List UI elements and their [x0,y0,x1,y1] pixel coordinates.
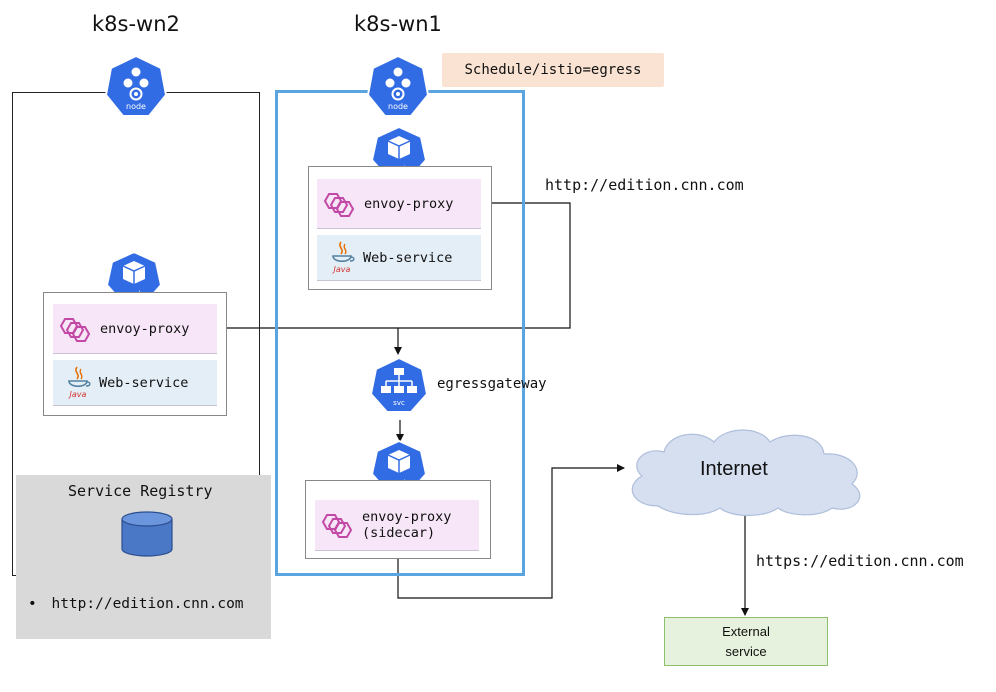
service-registry-entry-url: http://edition.cnn.com [51,596,244,612]
service-registry-entry: • http://edition.cnn.com [28,596,244,612]
internet-label: Internet [700,458,768,480]
envoy-sidecar-label-line1: envoy-proxy [362,508,452,525]
database-icon [121,511,173,557]
bullet: • [28,596,37,612]
node-title-wn2: k8s-wn2 [92,12,180,36]
envoy-proxy-label: envoy-proxy [364,195,454,212]
service-registry-panel: Service Registry • http://edition.cnn.co… [16,475,271,639]
envoy-sidecar-label-line2: (sidecar) [362,525,436,541]
envoy-proxy-row: envoy-proxy [317,179,481,229]
node-icon-label: node [388,102,408,111]
java-icon: Java [68,366,91,399]
schedule-label: Schedule/istio=egress [442,53,664,87]
egressgateway-label: egressgateway [437,376,547,392]
pod-icon-wn2: pod [105,250,163,308]
envoy-icon [59,317,91,342]
external-service-box: External service [664,617,828,666]
pod-box-gateway: envoy-proxy (sidecar) [305,480,491,559]
node-icon-wn1: node [366,54,430,122]
service-registry-title: Service Registry [68,482,213,500]
envoy-icon [323,192,355,217]
web-service-label: Web-service [99,374,189,391]
web-service-row: Java Web-service [53,360,217,406]
java-label: Java [68,390,87,399]
java-icon: Java [332,241,355,274]
sidecar-to-internet-path [397,464,625,599]
internet-cloud [631,429,861,517]
envoy-proxy-label: envoy-proxy [100,320,190,337]
svc-icon: svc [369,356,429,418]
java-label: Java [332,265,351,274]
envoy-proxy-row: envoy-proxy [53,304,217,354]
web-service-label: Web-service [363,249,453,266]
pod-box-wn1: envoy-proxy Java Web-service [308,166,492,290]
wn1-proxy-egress-path [398,202,571,329]
http-url-label: http://edition.cnn.com [545,176,744,194]
external-service-line1: External [722,624,770,639]
https-url-label: https://edition.cnn.com [756,552,964,570]
pod-box-wn2: envoy-proxy Java Web-service [43,292,227,416]
svc-icon-label: svc [393,399,405,407]
envoy-icon [321,514,353,538]
pod-icon-gateway: pod [370,439,428,497]
envoy-sidecar-row: envoy-proxy (sidecar) [315,500,479,551]
node-title-wn1: k8s-wn1 [354,12,442,36]
external-service-line2: service [725,643,767,659]
node-icon-label: node [126,102,146,111]
web-service-row: Java Web-service [317,235,481,281]
node-icon-wn2: node [104,54,168,122]
